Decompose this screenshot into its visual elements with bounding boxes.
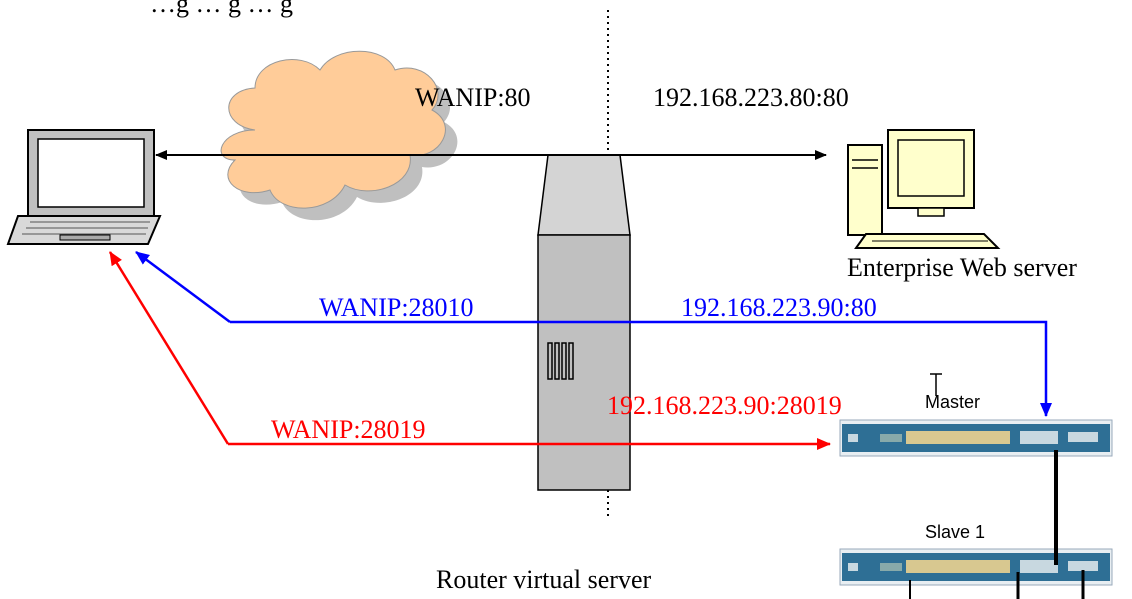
blue-return-arrow bbox=[135, 250, 231, 324]
lan-http-label: 192.168.223.80:80 bbox=[653, 83, 849, 112]
wan-http-label: WANIP:80 bbox=[415, 83, 531, 112]
lan-red-label: 192.168.223.90:28019 bbox=[607, 391, 842, 420]
slave-switch-icon bbox=[839, 548, 1113, 586]
text-cursor-mark bbox=[930, 373, 942, 396]
master-switch-icon bbox=[839, 419, 1113, 457]
top-caption: …g … g … g bbox=[150, 0, 293, 18]
slave-label: Slave 1 bbox=[925, 522, 985, 542]
blue-forward-path bbox=[230, 320, 1052, 417]
master-label: Master bbox=[925, 392, 980, 412]
red-return-arrow bbox=[108, 251, 230, 445]
router-label: Router virtual server bbox=[436, 565, 651, 594]
lan-blue-label: 192.168.223.90:80 bbox=[681, 293, 877, 322]
wan-blue-label: WANIP:28010 bbox=[319, 293, 474, 322]
cloud-icon bbox=[220, 50, 458, 221]
web-server-label: Enterprise Web server bbox=[847, 253, 1077, 282]
wan-red-label: WANIP:28019 bbox=[271, 415, 426, 444]
router-tower-icon bbox=[537, 154, 631, 491]
laptop-icon bbox=[6, 129, 162, 245]
web-server-icon bbox=[847, 129, 1001, 249]
